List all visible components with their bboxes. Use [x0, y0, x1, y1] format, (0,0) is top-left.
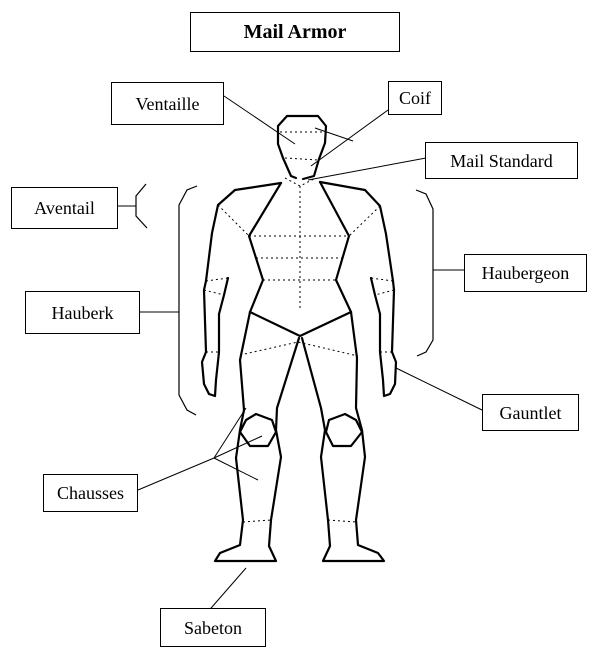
torso-right-line: [320, 182, 351, 312]
left-upper-arm-seam: [204, 290, 224, 295]
head-outline: [278, 116, 326, 179]
waist-line: [250, 312, 351, 336]
hip-seam: [240, 342, 358, 356]
left-ankle-seam: [243, 520, 271, 522]
gauntlet-leader: [396, 368, 482, 410]
mail-standard-leader: [308, 158, 426, 180]
coif-leader-b: [311, 110, 388, 166]
left-knee-cop: [240, 414, 276, 446]
label-gauntlet: Gauntlet: [482, 394, 579, 431]
left-shoulder-outline: [206, 183, 281, 281]
left-shoulder-seam: [218, 205, 249, 236]
right-inner-arm: [371, 278, 380, 314]
label-sabeton: Sabeton: [160, 608, 266, 647]
label-haubergeon: Haubergeon: [464, 254, 587, 292]
diagram-title: Mail Armor: [190, 12, 400, 52]
body-outline: [202, 116, 396, 561]
chin-seam: [285, 158, 318, 160]
right-knee-cop: [326, 414, 362, 446]
right-ankle-seam: [328, 520, 356, 522]
right-shoulder-seam: [349, 206, 380, 236]
label-ventaille: Ventaille: [111, 82, 224, 125]
brackets: [136, 184, 433, 415]
right-elbow-seam: [371, 278, 393, 281]
label-coif: Coif: [388, 81, 442, 115]
chausses-leader: [138, 458, 214, 490]
label-aventail: Aventail: [11, 187, 118, 229]
right-upper-arm-seam: [375, 290, 394, 295]
left-inner-arm: [219, 278, 228, 314]
label-chausses: Chausses: [43, 474, 138, 512]
left-arm-outline: [202, 281, 219, 396]
hauberk-bracket: [179, 186, 197, 415]
aventail-bracket: [136, 184, 147, 228]
right-leg-outline: [302, 312, 384, 561]
torso-left-line: [249, 183, 281, 312]
label-hauberk: Hauberk: [25, 291, 140, 334]
left-elbow-seam: [206, 278, 228, 281]
label-mail-standard: Mail Standard: [425, 142, 578, 179]
haubergeon-bracket: [416, 190, 433, 356]
right-arm-outline: [380, 281, 396, 396]
right-shoulder-outline: [320, 182, 393, 281]
